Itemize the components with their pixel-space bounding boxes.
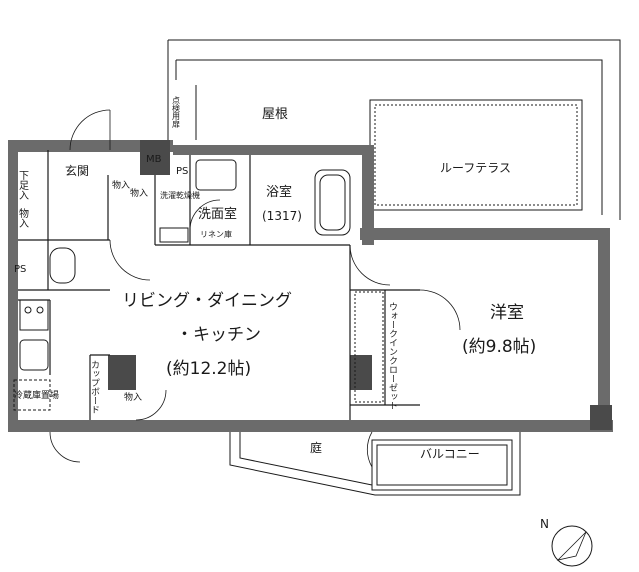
door-swings [49, 109, 461, 468]
walk-in-closet-label: ウォークインクローゼット [387, 302, 398, 410]
linen-storage-label: リネン庫 [200, 229, 232, 239]
ps-label-2: PS [14, 264, 26, 275]
roof-terrace-label: ルーフテラス [440, 161, 511, 175]
garden-label: 庭 [310, 440, 322, 455]
storage-label-4: 物入 [124, 391, 142, 403]
interior-walls [18, 150, 420, 420]
western-size-label: (約9.8帖) [462, 337, 536, 357]
storage-label-2: 物入 [112, 179, 130, 191]
western-room-label: 洋室 [490, 303, 524, 323]
fixtures [13, 159, 384, 411]
entrance-label: 玄関 [65, 163, 89, 178]
washroom-label: 洗面室 [198, 206, 237, 222]
shoe-storage-label: 下足入 [17, 170, 29, 200]
roof-label: 屋根 [262, 107, 288, 122]
ldk-label-line2: ・キッチン [176, 325, 261, 345]
ldk-size-label: (約12.2帖) [166, 359, 251, 379]
storage-label-3: 物入 [130, 187, 148, 199]
mb-label: MB [146, 154, 162, 165]
ldk-label-line1: リビング・ダイニング [122, 291, 292, 311]
roof-terrace-outline [167, 39, 621, 220]
washer-dryer-label: 洗濯乾燥機 [160, 190, 200, 200]
exterior-walls [8, 140, 613, 432]
ps-label-1: PS [176, 166, 188, 177]
north-label: N [540, 517, 549, 531]
cupboard-label: カップボード [89, 360, 100, 414]
refrigerator-label: 冷蔵庫置場 [14, 389, 59, 401]
balcony-garden-outline [229, 432, 521, 496]
bathroom-label: 浴室 [266, 184, 292, 200]
balcony-label: バルコニー [420, 447, 480, 461]
north-compass [551, 525, 593, 567]
bath-size-label: (1317) [262, 209, 302, 223]
storage-label-1: 物入 [17, 207, 29, 228]
inspection-hatch-label: 点検用扉 [172, 96, 181, 129]
